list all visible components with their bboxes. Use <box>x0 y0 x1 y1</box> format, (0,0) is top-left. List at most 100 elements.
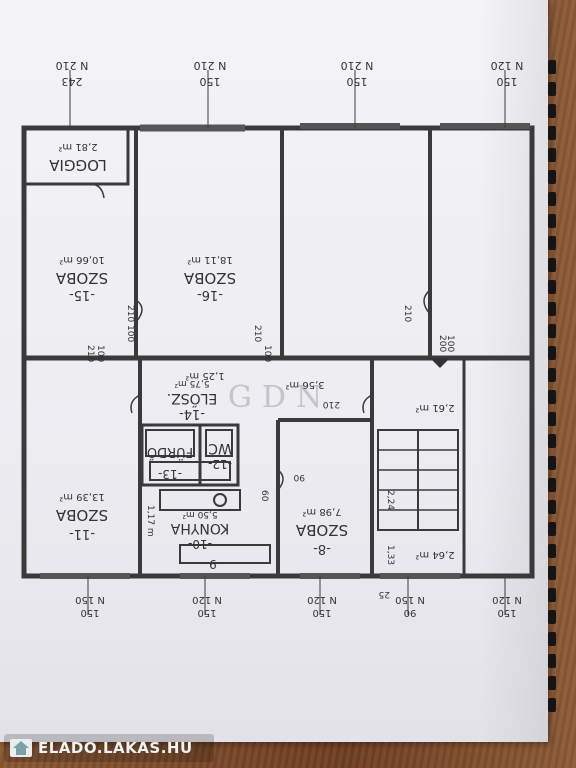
area-small-2: 2,61 m² <box>415 402 454 413</box>
door-label-14: 1,33 <box>385 545 395 565</box>
door-label-8: 100 <box>262 345 272 362</box>
room-12-num: -12- <box>208 457 232 471</box>
binding-hole <box>548 588 556 602</box>
door-label-4: 100 <box>95 345 105 362</box>
door-label-15: 25 <box>379 589 390 599</box>
room-15-num: -15- <box>69 287 95 302</box>
dim-bottom-3-v: 150 <box>312 607 331 618</box>
door-label-2: 100 <box>125 325 135 342</box>
room-14-num: -14- <box>179 406 205 421</box>
room-14-name: ELŐSZ. <box>167 390 218 408</box>
dim-top-3-n: N 210 <box>341 59 374 72</box>
binding-hole <box>548 522 556 536</box>
dim-bottom-3-n: N 120 <box>307 594 337 605</box>
binding-hole <box>548 654 556 668</box>
room-8-area: 7,98 m² <box>302 506 341 517</box>
dim-top-4-n: N 120 <box>491 59 524 72</box>
door-label-7: 210 <box>402 305 412 322</box>
binding-hole <box>548 214 556 228</box>
room-8-name: SZOBA <box>295 521 348 539</box>
room-14-area: 5,75 m² <box>174 378 210 388</box>
dim-bottom-2-n: N 120 <box>192 594 222 605</box>
door-label-13: 2,24 <box>385 490 395 510</box>
binding-hole <box>548 192 556 206</box>
room-11-area: 13,39 m² <box>59 491 105 502</box>
room-15-area: 10,66 m² <box>59 254 105 265</box>
binding-hole <box>548 346 556 360</box>
door-label-16: 1,17 m <box>145 505 155 537</box>
room-8-num: -8- <box>313 541 331 556</box>
binding-hole <box>548 302 556 316</box>
entrance-marker <box>430 358 450 368</box>
dim-bottom-1-n: N 150 <box>75 594 105 605</box>
dim-top-2-v: 150 <box>200 75 221 88</box>
binding-hole <box>548 82 556 96</box>
binding-hole <box>548 412 556 426</box>
watermark: GDN <box>227 380 333 415</box>
room-10-name: KONYHA <box>170 520 229 536</box>
binding-holes <box>548 60 562 720</box>
area-small-4: 1,25 m² <box>185 370 224 381</box>
dim-bottom-5-v: 150 <box>497 607 516 618</box>
binding-hole <box>548 104 556 118</box>
binding-hole <box>548 478 556 492</box>
dim-top-1-v: 243 <box>62 75 83 88</box>
room-10-area: 5,50 m² <box>182 509 218 519</box>
binding-hole <box>548 148 556 162</box>
binding-hole <box>548 456 556 470</box>
door-label-5: 200 <box>437 335 447 352</box>
dim-bottom-1-v: 150 <box>80 607 99 618</box>
dim-bottom-4-v: 90 <box>404 607 417 618</box>
binding-hole <box>548 544 556 558</box>
room-13-num: -13- <box>158 467 182 481</box>
room-9-num: -9- <box>205 557 221 571</box>
binding-hole <box>548 500 556 514</box>
room-12-name: WC <box>208 440 232 456</box>
binding-hole <box>548 368 556 382</box>
dim-bottom-4-n: N 150 <box>395 594 425 605</box>
door-label-9: 210 <box>252 325 262 342</box>
dim-top-4-v: 150 <box>497 75 518 88</box>
dim-bottom-5-n: N 120 <box>492 594 522 605</box>
room-10-num: -10- <box>188 537 212 551</box>
binding-hole <box>548 566 556 580</box>
binding-hole <box>548 60 556 74</box>
binding-hole <box>548 236 556 250</box>
binding-hole <box>548 610 556 624</box>
area-small-1: 3,56 m² <box>285 379 324 390</box>
binding-hole <box>548 258 556 272</box>
room-16-area: 18,11 m² <box>187 254 233 265</box>
binding-hole <box>548 280 556 294</box>
binding-hole <box>548 390 556 404</box>
binding-hole <box>548 632 556 646</box>
door-label-1: 210 <box>125 305 135 322</box>
binding-hole <box>548 434 556 448</box>
room-16-num: -16- <box>197 287 223 302</box>
room-11-name: SZOBA <box>55 506 108 524</box>
site-footer-badge[interactable]: ELADO.LAKAS.HU <box>4 734 214 762</box>
site-name: ELADO.LAKAS.HU <box>38 739 193 757</box>
room-logia-area: 2,81 m² <box>58 141 97 152</box>
binding-hole <box>548 324 556 338</box>
binding-hole <box>548 676 556 690</box>
door-label-12: 60 <box>259 490 269 502</box>
binding-hole <box>548 126 556 140</box>
room-logia-name: LOGGIA <box>48 156 106 174</box>
area-small-3: 2,64 m² <box>415 549 454 560</box>
house-icon <box>10 739 32 757</box>
room-15-name: SZOBA <box>55 269 108 287</box>
floor-plan-drawing: N 210 243 N 210 150 N 210 150 N 120 150 … <box>21 59 535 618</box>
dim-top-1-n: N 210 <box>56 59 89 72</box>
door-label-10: 90 <box>293 472 305 482</box>
dim-top-3-v: 150 <box>347 75 368 88</box>
room-13-name: FÜRDŐ <box>147 444 193 461</box>
binding-hole <box>548 170 556 184</box>
door-label-6: 100 <box>445 335 455 352</box>
room-16-name: SZOBA <box>183 269 236 287</box>
dim-bottom-2-v: 150 <box>197 607 216 618</box>
room-11-num: -11- <box>69 526 95 541</box>
binding-hole <box>548 698 556 712</box>
dim-top-2-n: N 210 <box>194 59 227 72</box>
door-label-11: 210 <box>323 399 340 409</box>
door-label-3: 210 <box>85 345 95 362</box>
